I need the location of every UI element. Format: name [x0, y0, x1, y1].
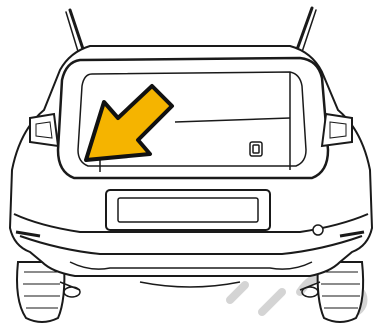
- license-plate: [106, 190, 270, 230]
- latch-icon: [250, 142, 262, 156]
